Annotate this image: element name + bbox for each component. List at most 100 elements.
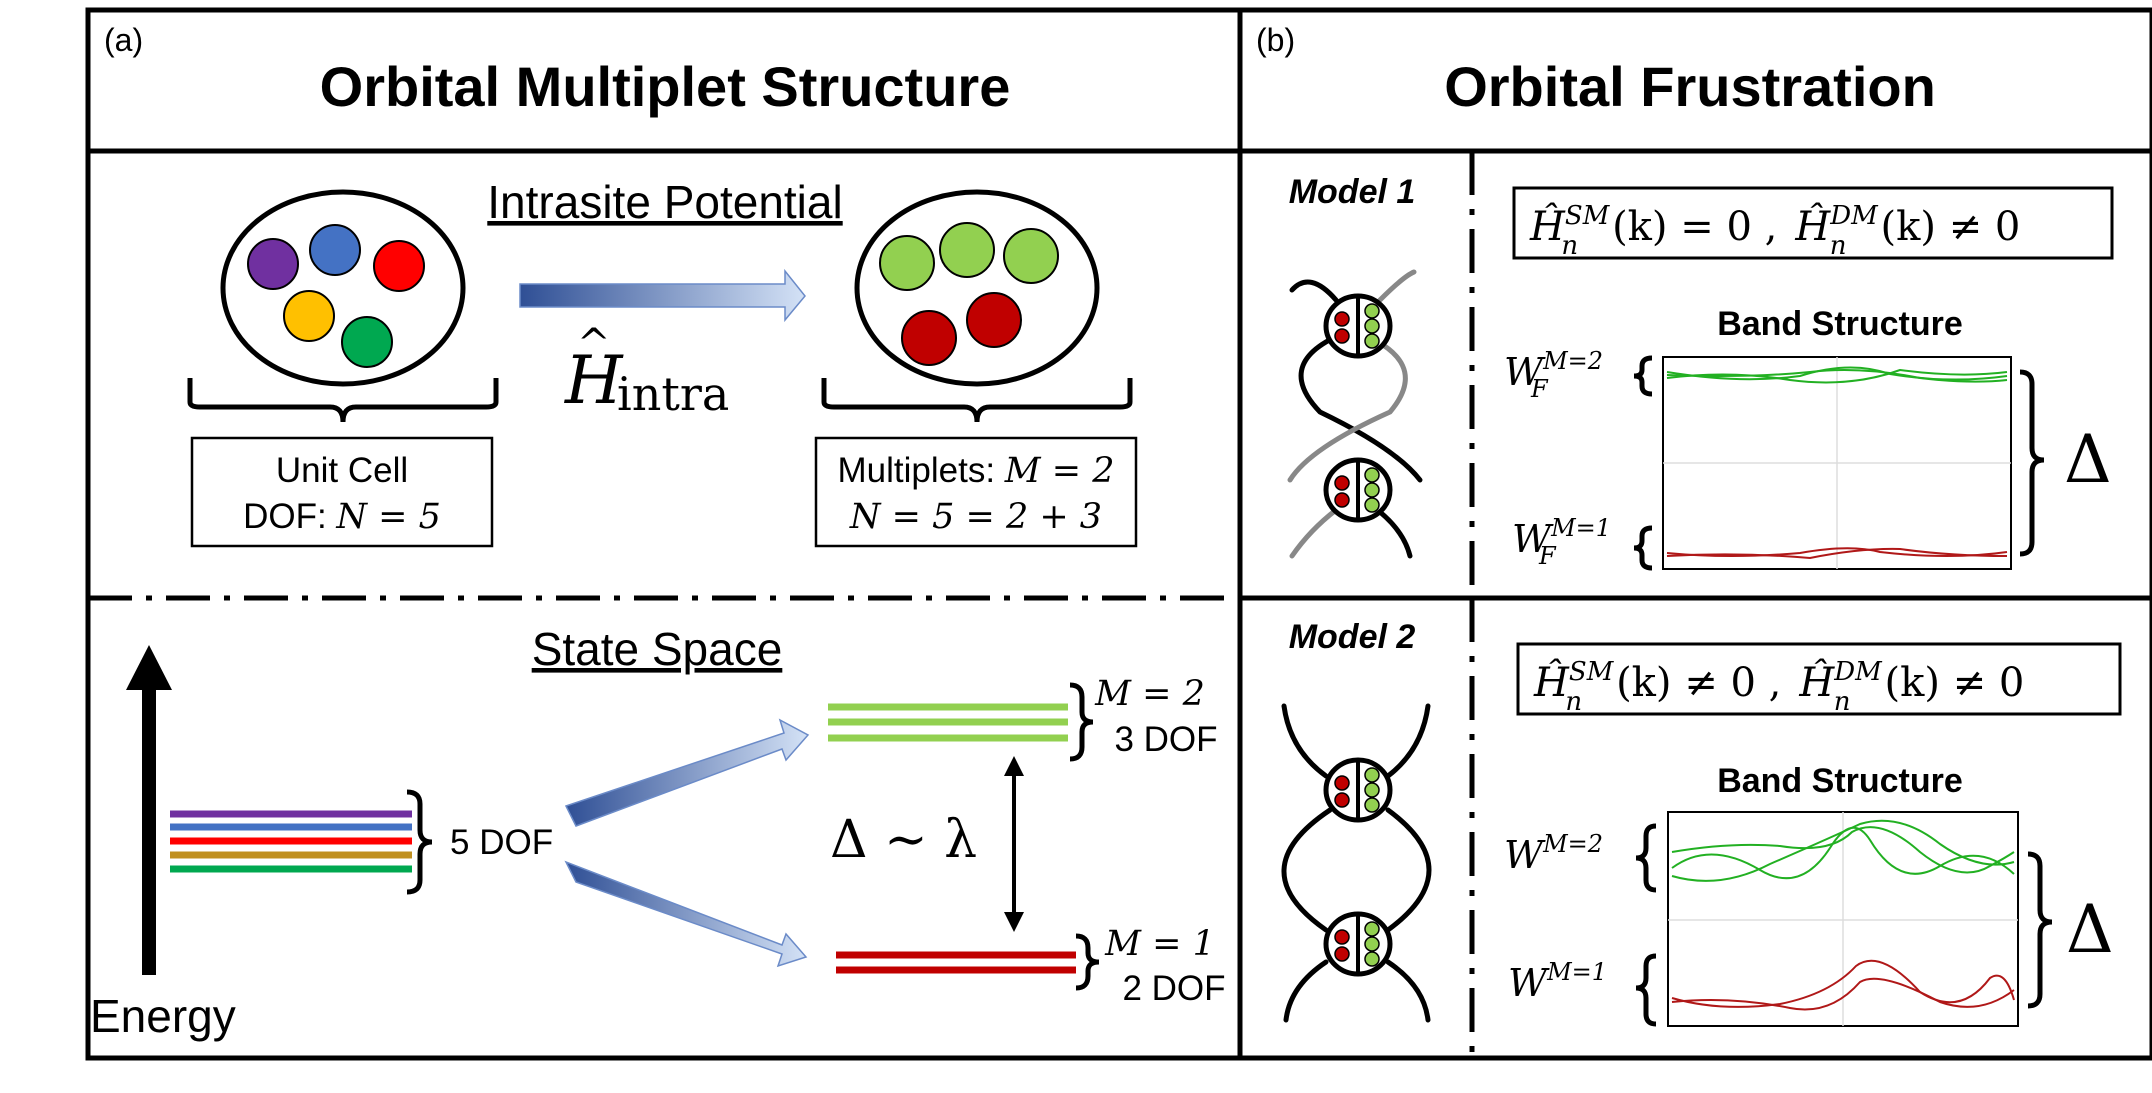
lower-multiplet-levels bbox=[836, 951, 1076, 974]
multiplets-frame bbox=[814, 436, 1138, 548]
m2-green-orb bbox=[1364, 782, 1380, 798]
multiplet-circle bbox=[879, 235, 935, 291]
upper-multiplet-levels bbox=[828, 703, 1068, 742]
m2-green-orb bbox=[1364, 767, 1380, 783]
model1-equation-box bbox=[1512, 186, 2114, 260]
m1-w-lower-base: W bbox=[1512, 517, 1554, 561]
m1-sup-dm: DM bbox=[1829, 201, 1879, 231]
m1-green-orb bbox=[1364, 333, 1380, 349]
upper-brace bbox=[1069, 682, 1094, 762]
m2-w-lower-sup: M=1 bbox=[1546, 958, 1607, 986]
m1-hop-top-right bbox=[1377, 269, 1417, 303]
left-cell-ellipse bbox=[220, 189, 466, 387]
m2-green-orb bbox=[1364, 921, 1380, 937]
split-arrow-up bbox=[564, 718, 810, 827]
m2-lower-width-brace bbox=[1635, 953, 1657, 1027]
m2-red-orb bbox=[1334, 792, 1350, 808]
m1-sup-sm: SM bbox=[1565, 201, 1611, 231]
multiplets-text: Multiplets: bbox=[838, 451, 1005, 490]
m1-green-orb bbox=[1364, 318, 1380, 334]
multiplet-circle bbox=[1003, 228, 1059, 284]
m2-h-dm: Ĥ bbox=[1798, 659, 1835, 706]
right-unit-cell bbox=[854, 189, 1100, 387]
m2-gap-brace bbox=[2027, 851, 2053, 1009]
model1-band-plot bbox=[1662, 356, 2012, 570]
h-intra-symbol: H bbox=[564, 342, 624, 419]
m1-upper-band bbox=[1666, 369, 2008, 383]
unit-cell-line2: DOF: N = 5 bbox=[243, 497, 441, 537]
intrasite-heading: Intrasite Potential bbox=[487, 176, 842, 228]
state-space-heading: State Space bbox=[532, 623, 783, 675]
m1-hop-grey-1 bbox=[1287, 327, 1408, 483]
m1-lower-band bbox=[1666, 547, 2008, 557]
m2-w-lower: WM=1 bbox=[1508, 958, 1607, 1005]
m1-green-orb bbox=[1364, 482, 1380, 498]
m2-h-sm: Ĥ bbox=[1533, 659, 1570, 706]
panel-a-title: Orbital Multiplet Structure bbox=[320, 55, 1011, 118]
h-intra-operator: H ^ intra bbox=[564, 321, 729, 421]
m2-rest-dm: (k) ≠ 0 bbox=[1884, 660, 2024, 706]
m2-hop-bl bbox=[1283, 959, 1329, 1023]
orbital-circle bbox=[373, 240, 425, 292]
unit-cell-frame bbox=[190, 436, 494, 548]
m2-upper-width-brace bbox=[1635, 823, 1657, 893]
m2-upper-band bbox=[1671, 819, 2015, 882]
intra-transform-arrow bbox=[519, 268, 806, 323]
m1-rest-sm: (k) = 0 , bbox=[1612, 204, 1777, 250]
m2-w-upper: WM=2 bbox=[1504, 830, 1603, 877]
m1-gap-label: Δ bbox=[2064, 421, 2112, 498]
m1-green-orb bbox=[1364, 497, 1380, 513]
m2-red-orb bbox=[1334, 946, 1350, 962]
m2-red-orb bbox=[1334, 929, 1350, 945]
m1-w-upper-sup: M=2 bbox=[1542, 347, 1603, 375]
m2-red-orb bbox=[1334, 775, 1350, 791]
m1-upper-band bbox=[1666, 368, 2008, 384]
energy-label: Energy bbox=[90, 990, 236, 1042]
m1-upper-width-brace bbox=[1633, 355, 1653, 397]
m1-sub-dm: n bbox=[1830, 231, 1847, 261]
energy-arrow-shaft bbox=[142, 685, 156, 975]
m1-red-orb bbox=[1334, 492, 1350, 508]
m1-w-upper-sub: F bbox=[1530, 375, 1549, 403]
model2-label: Model 2 bbox=[1289, 618, 1416, 656]
m1-upper-band bbox=[1666, 366, 2008, 381]
lower-brace bbox=[1075, 933, 1100, 991]
orbital-circle bbox=[309, 224, 361, 276]
m1-red-orb bbox=[1334, 328, 1350, 344]
unit-cell-box: Unit Cell DOF: N = 5 bbox=[190, 436, 494, 548]
m1-rest-dm: (k) ≠ 0 bbox=[1880, 204, 2020, 250]
multiplets-line2: N = 5 = 2 + 3 bbox=[849, 497, 1102, 537]
h-intra-subscript: intra bbox=[617, 367, 729, 421]
unit-cell-dof-math: N = 5 bbox=[335, 497, 440, 537]
panel-b-title: Orbital Frustration bbox=[1444, 55, 1936, 118]
model2-equation-box bbox=[1516, 642, 2122, 716]
m2-hop-left bbox=[1281, 807, 1333, 933]
upper-dof-label: 3 DOF bbox=[1114, 720, 1217, 759]
m2-sub-dm: n bbox=[1834, 687, 1851, 717]
orbital-circle bbox=[247, 238, 299, 290]
orbital-circle bbox=[283, 290, 335, 342]
lower-m-label: M = 1 bbox=[1104, 924, 1215, 964]
m1-hop-top-left bbox=[1289, 279, 1339, 303]
m1-lower-band bbox=[1666, 547, 2008, 560]
m1-red-orb bbox=[1334, 311, 1350, 327]
multiplet-circle bbox=[966, 292, 1022, 348]
right-cell-ellipse bbox=[854, 189, 1100, 387]
five-dof-brace bbox=[406, 789, 433, 895]
model1-lattice bbox=[1287, 269, 1423, 559]
gap-double-arrow bbox=[1004, 756, 1024, 932]
m1-green-orb bbox=[1364, 303, 1380, 319]
model2-lattice bbox=[1281, 703, 1432, 1023]
gap-arrow-head-bottom bbox=[1004, 912, 1024, 932]
left-unit-cell bbox=[220, 189, 466, 387]
multiplet-circle bbox=[901, 310, 957, 366]
m1-hop-black-1 bbox=[1298, 327, 1423, 483]
left-cell-brace bbox=[187, 378, 499, 423]
m2-lower-band bbox=[1671, 977, 2015, 1011]
